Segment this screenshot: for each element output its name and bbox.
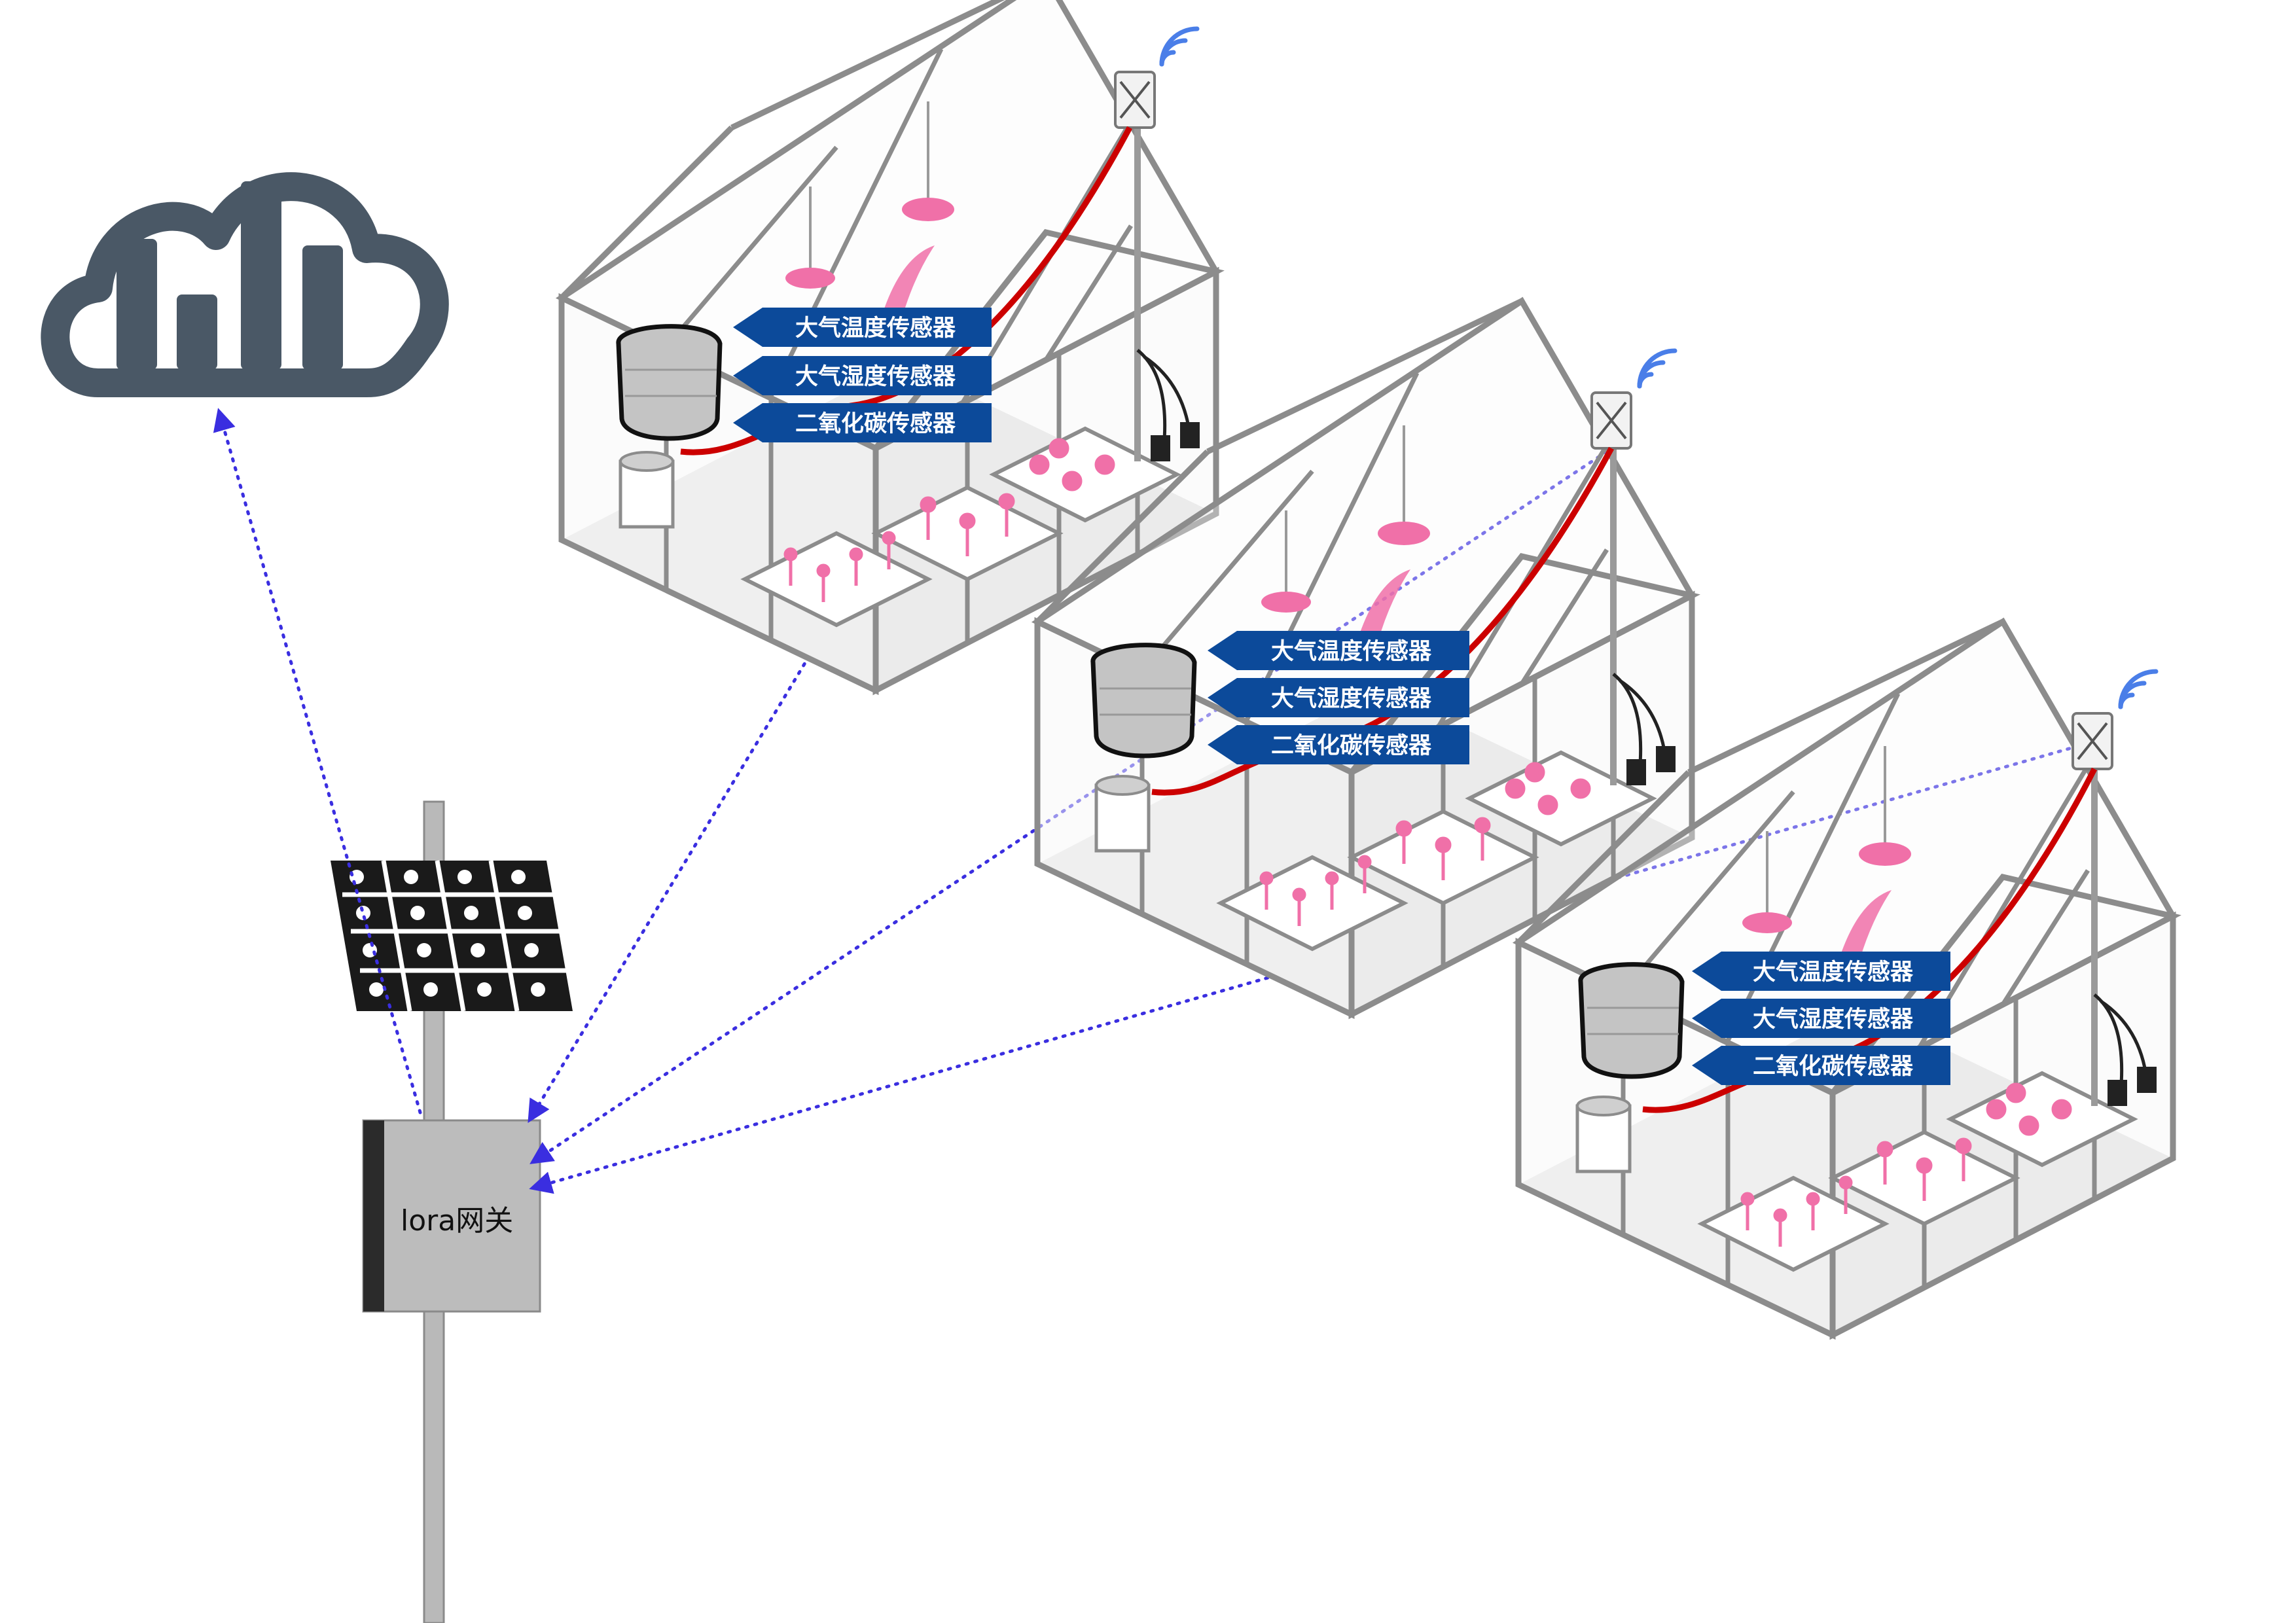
svg-text:大气湿度传感器: 大气湿度传感器 xyxy=(1271,686,1432,712)
wifi-icon xyxy=(1637,348,1677,389)
wifi-icon xyxy=(2118,669,2159,709)
sensor-shield-icon xyxy=(616,324,723,441)
svg-text:大气温度传感器: 大气温度传感器 xyxy=(1753,959,1914,986)
svg-text:二氧化碳传感器: 二氧化碳传感器 xyxy=(1753,1054,1914,1080)
sensor-shield-icon xyxy=(1578,962,1685,1079)
antenna-icon xyxy=(1590,391,1632,450)
lora-gateway: lora网关 xyxy=(362,1119,541,1313)
sensor-label-co2: 二氧化碳传感器 xyxy=(1208,725,1469,764)
link-gateway-cloud xyxy=(213,408,422,1115)
sensor-label-temperature: 大气温度传感器 xyxy=(1208,631,1469,670)
sensor-shield-icon xyxy=(1090,643,1197,758)
svg-text:大气湿度传感器: 大气湿度传感器 xyxy=(1753,1007,1914,1033)
sensor-label-humidity: 大气湿度传感器 xyxy=(1692,999,1950,1038)
solar-panel-icon xyxy=(331,860,573,1012)
sensor-label-humidity: 大气湿度传感器 xyxy=(733,356,992,395)
sensor-label-temperature: 大气温度传感器 xyxy=(733,308,992,347)
svg-text:大气温度传感器: 大气温度传感器 xyxy=(795,315,956,342)
sensor-label-temperature: 大气温度传感器 xyxy=(1692,952,1950,991)
cloud-bar-1 xyxy=(117,239,157,370)
cloud-bar-2 xyxy=(177,294,217,370)
antenna-icon xyxy=(2072,712,2113,770)
wifi-icon xyxy=(1159,26,1200,67)
sensor-label-humidity: 大气湿度传感器 xyxy=(1208,678,1469,717)
gateway-label: lora网关 xyxy=(401,1204,513,1238)
svg-text:二氧化碳传感器: 二氧化碳传感器 xyxy=(795,411,956,437)
greenhouse-2: 大气温度传感器 大气湿度传感器 二氧化碳传感器 xyxy=(1037,301,1692,1014)
cloud-bar-4 xyxy=(302,245,343,370)
sensor-label-co2: 二氧化碳传感器 xyxy=(1692,1046,1950,1085)
cloud-bar-3 xyxy=(241,181,281,370)
svg-text:大气湿度传感器: 大气湿度传感器 xyxy=(795,364,956,390)
svg-text:大气温度传感器: 大气温度传感器 xyxy=(1271,639,1432,665)
greenhouse-3: 大气温度传感器 大气湿度传感器 二氧化碳传感器 xyxy=(1518,622,2173,1335)
antenna-icon xyxy=(1114,71,1156,129)
svg-text:二氧化碳传感器: 二氧化碳传感器 xyxy=(1271,733,1432,759)
greenhouse-1: 大气温度传感器 大气湿度传感器 二氧化碳传感器 xyxy=(562,0,1216,690)
sensor-cable xyxy=(680,126,1132,455)
cloud-bar-chart-icon xyxy=(41,172,449,397)
sensor-label-co2: 二氧化碳传感器 xyxy=(733,403,992,442)
